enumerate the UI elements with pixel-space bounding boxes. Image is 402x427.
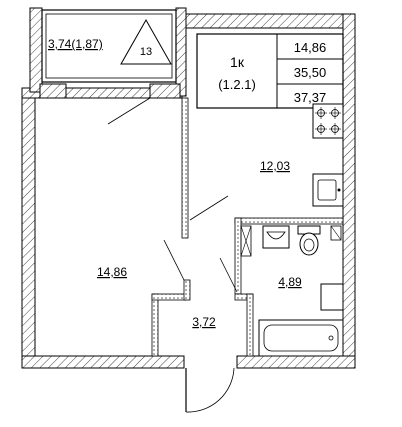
total-with-balcony-value: 37,37	[294, 90, 327, 105]
apartment-type: 1к	[230, 54, 245, 70]
total-area-value: 35,50	[294, 65, 327, 80]
kitchen-area: 12,03	[260, 159, 290, 173]
interior-walls	[151, 97, 344, 357]
living-room-area: 14,86	[97, 265, 127, 279]
apartment-info-box	[196, 33, 344, 109]
sink-icon	[262, 225, 290, 249]
labels: 3,74(1,87) 13 1к (1.2.1) 14,86 35,50 37,…	[48, 37, 326, 329]
washing-machine-icon	[320, 283, 344, 311]
section-triangle-icon	[120, 18, 172, 65]
bathroom-area: 4,89	[278, 275, 302, 289]
exterior-walls	[21, 7, 356, 369]
apartment-code: (1.2.1)	[218, 77, 256, 92]
bathtub-icon	[258, 319, 344, 357]
balcony-area: 3,74(1,87)	[48, 37, 103, 51]
stove-icon	[312, 103, 344, 139]
hall-area: 3,72	[192, 315, 216, 329]
riser-icon	[330, 225, 342, 241]
ventilation-icon	[240, 225, 252, 257]
doors	[163, 195, 238, 413]
living-area-value: 14,86	[294, 40, 327, 55]
section-number: 13	[140, 46, 152, 58]
toilet-icon	[297, 225, 321, 256]
balcony	[41, 9, 177, 125]
kitchen-sink-icon	[312, 173, 344, 207]
